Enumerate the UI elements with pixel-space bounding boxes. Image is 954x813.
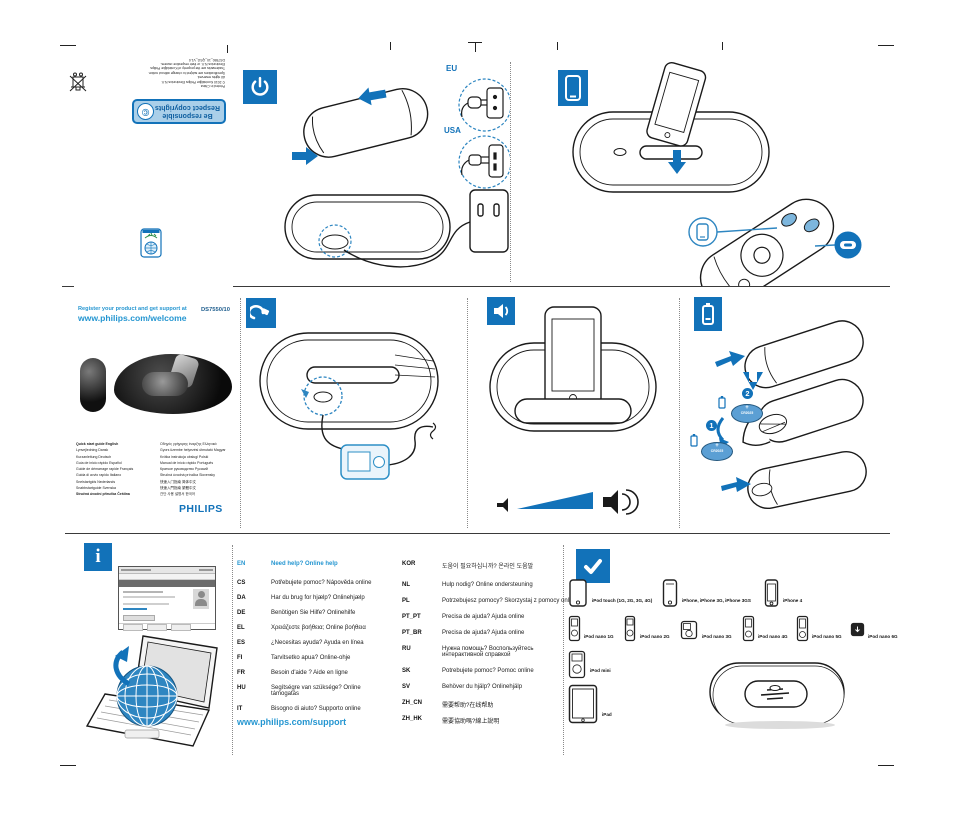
ipod-nano-icon bbox=[742, 615, 755, 642]
device-label: iPod nano 3G bbox=[702, 634, 732, 639]
device-label: iPhone 4 bbox=[783, 598, 803, 603]
crop-mark bbox=[722, 42, 723, 50]
check-icon bbox=[576, 549, 610, 583]
crop-mark bbox=[390, 42, 391, 50]
plug-label-usa: USA bbox=[444, 126, 461, 135]
power-icon bbox=[243, 70, 277, 104]
divider bbox=[233, 286, 890, 287]
imprint-text: Printed in China © 2010 Koninklijke Phil… bbox=[148, 57, 225, 88]
device-label: iPod touch (1G, 2G, 3G, 4G) bbox=[592, 598, 653, 603]
panel-divider bbox=[467, 298, 468, 528]
volume-illustration bbox=[489, 306, 657, 515]
register-text: Register your product and get support at bbox=[78, 306, 187, 312]
step-1-badge: 1 bbox=[706, 420, 717, 431]
crop-mark bbox=[475, 42, 476, 52]
crop-mark bbox=[878, 45, 894, 46]
welcome-url: www.philips.com/welcome bbox=[78, 313, 187, 323]
step-2-badge: 2 bbox=[742, 388, 753, 399]
volume-icon bbox=[487, 297, 515, 325]
coin-battery: +CR2025 bbox=[731, 404, 763, 423]
aux-cable-icon bbox=[246, 298, 276, 328]
ipod-nano-icon bbox=[624, 615, 636, 642]
crop-mark bbox=[557, 42, 558, 50]
model-number: DS7550/10 bbox=[201, 307, 231, 313]
copyright-badge-icon: © bbox=[137, 103, 154, 120]
panel-divider bbox=[679, 298, 680, 528]
ipod-nano-icon bbox=[796, 615, 809, 642]
battery-icon bbox=[694, 297, 722, 331]
panel-divider bbox=[232, 545, 233, 755]
philips-logo: PHILIPS bbox=[179, 503, 223, 515]
device-label: iPod nano 2G bbox=[640, 634, 670, 639]
crop-mark bbox=[60, 45, 76, 46]
ipod-nano-icon bbox=[568, 615, 581, 642]
device-label: iPod nano 1G bbox=[584, 634, 614, 639]
power-illustration bbox=[284, 78, 510, 268]
device-label: iPad bbox=[602, 712, 612, 717]
divider bbox=[62, 286, 74, 287]
panel-divider bbox=[510, 62, 511, 282]
ipod-nano-icon bbox=[850, 622, 865, 637]
device-label: iPod nano 4G bbox=[758, 634, 788, 639]
speaker-top-view-illustration bbox=[709, 662, 845, 729]
device-label: iPod nano 5G bbox=[812, 634, 842, 639]
info-icon: i bbox=[84, 543, 112, 571]
language-list-left: Quick start guide English Lynvejledning … bbox=[76, 442, 134, 497]
dock-illustration bbox=[572, 61, 862, 286]
person-photo bbox=[193, 589, 209, 609]
ipod-mini-icon bbox=[568, 650, 586, 679]
panel-divider bbox=[563, 545, 564, 755]
dock-phone-icon bbox=[558, 70, 588, 106]
device-label: iPhone, iPhone 3G, iPhone 3GS bbox=[682, 598, 751, 603]
device-label: iPod nano 6G bbox=[868, 634, 898, 639]
aux-illustration bbox=[259, 332, 439, 480]
crop-mark bbox=[60, 765, 76, 766]
coin-battery: +CR2025 bbox=[701, 442, 733, 461]
ipad-icon bbox=[568, 684, 598, 724]
product-photo bbox=[78, 350, 234, 418]
language-list-right: Οδηγός γρήγορης έναρξης Ελληνικά Gyors ü… bbox=[160, 442, 226, 497]
laptop-globe-illustration bbox=[85, 635, 218, 747]
green-emblem-icon bbox=[140, 228, 162, 258]
plug-label-eu: EU bbox=[446, 64, 458, 73]
support-webpage-screenshot bbox=[118, 566, 216, 631]
phone-callout-icon bbox=[696, 223, 709, 241]
iphone-icon bbox=[662, 579, 678, 607]
volume-scale bbox=[497, 489, 639, 515]
weee-icon bbox=[69, 71, 87, 93]
device-label: iPod mini bbox=[590, 668, 611, 673]
ipod-touch-icon bbox=[569, 579, 587, 607]
ipod-nano-icon bbox=[680, 620, 698, 640]
battery-illustration bbox=[690, 320, 867, 510]
crop-mark bbox=[227, 45, 228, 53]
panel-divider bbox=[240, 298, 241, 528]
divider bbox=[65, 533, 890, 534]
support-url: www.philips.com/support bbox=[237, 717, 347, 727]
iphone4-icon bbox=[764, 579, 779, 607]
respect-copyrights-badge: Be responsible Respect copyrights © bbox=[132, 99, 226, 124]
crop-mark bbox=[878, 765, 894, 766]
